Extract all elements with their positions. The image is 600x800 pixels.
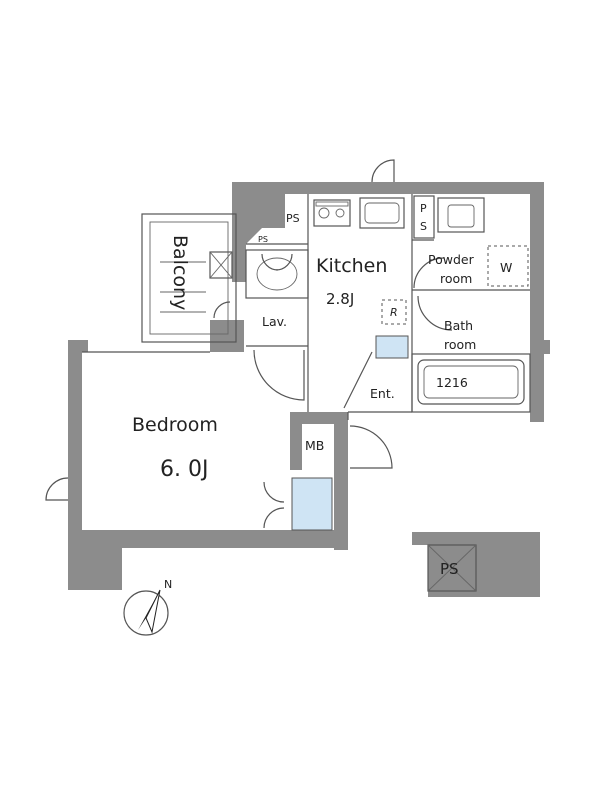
balcony-label: Balcony — [169, 235, 191, 310]
refrigerator-space — [381, 299, 407, 325]
bath-room-label-2: room — [444, 337, 476, 352]
kitchen-label: Kitchen — [316, 255, 387, 277]
shoe-cabinet — [375, 335, 409, 359]
ps-label-vertical-s: S — [420, 220, 427, 233]
refrigerator-label: R — [390, 306, 398, 319]
bedroom-size: 6. 0J — [160, 457, 208, 482]
ps-label-vertical-p: P — [420, 202, 427, 215]
doors — [45, 159, 453, 529]
washer-label: W — [500, 260, 512, 275]
ps-shaft-label: PS — [440, 560, 459, 578]
ps-label-small: PS — [258, 235, 268, 244]
stove — [313, 199, 351, 227]
walls — [68, 182, 550, 597]
bedroom-label: Bedroom — [132, 414, 218, 436]
bedroom-closet — [291, 477, 333, 531]
powder-room-label-2: room — [440, 271, 472, 286]
room-labels: Kitchen 2.8J Bedroom 6. 0J Balcony Lav. … — [132, 235, 512, 482]
powder-room-label-1: Powder — [428, 252, 475, 267]
compass: N — [123, 578, 172, 636]
ps-label-large: PS — [286, 212, 300, 225]
lavatory-label: Lav. — [262, 314, 287, 329]
bath-size-label: 1216 — [436, 375, 468, 390]
compass-north-label: N — [164, 578, 172, 591]
bathtub — [417, 359, 525, 405]
washer-space — [487, 245, 529, 287]
pipe-space-labels: PS PS P S PS — [258, 202, 459, 578]
washbasin — [437, 197, 485, 233]
bath-room-label-1: Bath — [444, 318, 473, 333]
lav-sink — [245, 249, 309, 299]
kitchen-size: 2.8J — [326, 290, 354, 308]
meter-box-label: MB — [305, 438, 324, 453]
fixtures — [160, 195, 529, 592]
entrance-label: Ent. — [370, 386, 395, 401]
compass-ring — [123, 590, 169, 636]
kitchen-sink — [359, 197, 405, 229]
